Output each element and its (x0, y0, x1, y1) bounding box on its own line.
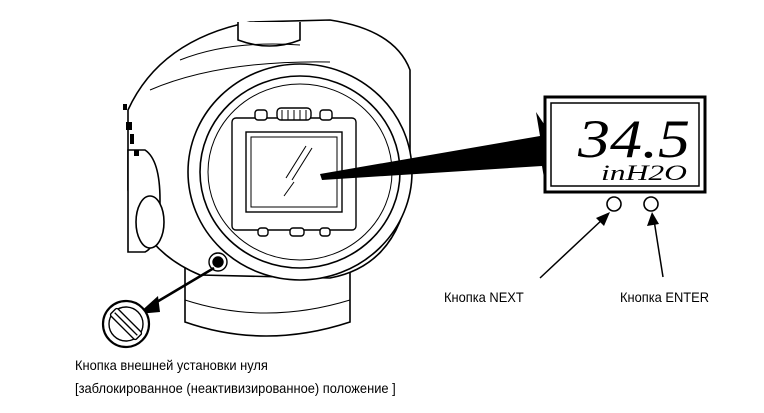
next-button[interactable] (606, 196, 622, 212)
lcd-to-display-arrow (320, 112, 560, 190)
lcd-clip-ticks (281, 110, 307, 120)
display-value: 34.5 (577, 109, 690, 169)
enter-button[interactable] (643, 196, 659, 212)
zero-button-state-label: [заблокированное (неактивизированное) по… (75, 380, 396, 396)
zero-button-label: Кнопка внешней установки нуля (75, 357, 268, 373)
zero-adjust-knob (208, 252, 228, 272)
housing-marks (123, 104, 139, 156)
next-button-label: Кнопка NEXT (444, 289, 524, 305)
zero-knob-magnified (101, 266, 215, 349)
enlarged-display: 34.5 inH2O (543, 95, 707, 194)
enter-button-label: Кнопка ENTER (620, 289, 710, 305)
enter-pointer-arrow (647, 212, 664, 278)
lcd-module (231, 107, 357, 237)
lcd-glare (283, 145, 313, 197)
display-unit: inH2O (601, 160, 687, 185)
next-pointer-arrow (539, 212, 610, 279)
